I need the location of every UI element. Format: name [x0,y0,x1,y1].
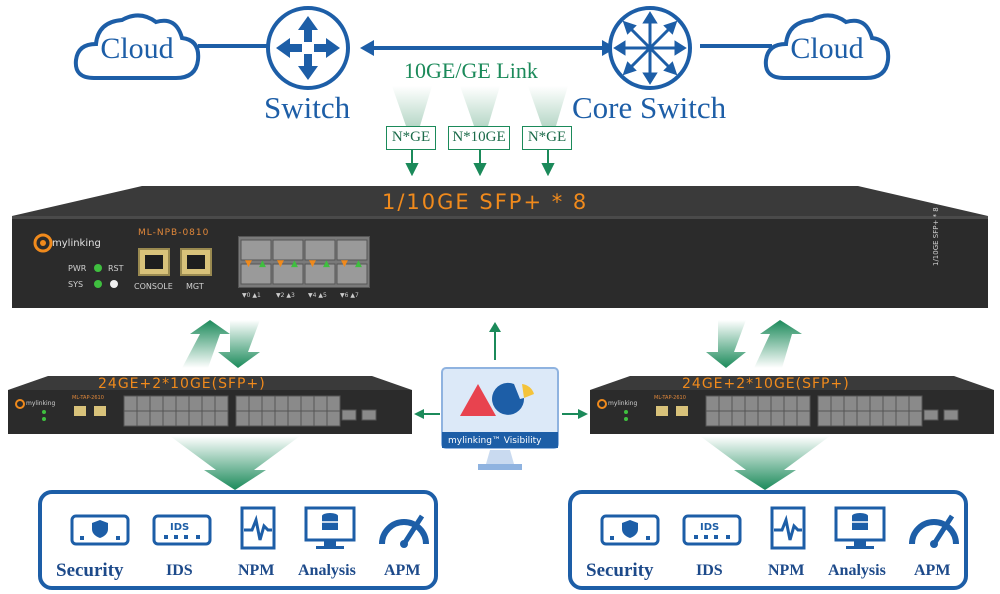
brand-label: mylinking [52,238,101,249]
sub-device-brand: mylinking [26,400,56,407]
sub-device-chassis [590,376,994,434]
link-line-left [198,44,268,48]
security-icon [600,514,660,546]
sub-device-model: ML-TAP-2610 [72,395,104,401]
sfp-cage-block: ▼ ▲ ▼ ▲ ▼ ▲ ▼ ▲ [238,236,370,288]
svg-text:▲: ▲ [259,259,266,269]
sub-device-title: 24GE+2*10GE(SFP+) [682,376,850,392]
visibility-label: mylinking™ Visibility [448,436,542,446]
svg-text:▲: ▲ [355,259,362,269]
svg-text:▲: ▲ [323,259,330,269]
sub-device-right: 24GE+2*10GE(SFP+) mylinking ML-TAP-2610 [590,376,994,434]
cloud-label: Cloud [100,32,174,65]
down-arrow-right [700,436,830,490]
svg-text:▲: ▲ [291,259,298,269]
apm-gauge-icon [379,514,429,548]
green-arrows-right [706,320,802,368]
sub-device-title: 24GE+2*10GE(SFP+) [98,376,266,392]
visibility-monitor: mylinking™ Visibility [440,366,560,476]
side-label: 1/10GE SFP+ * 8 [932,207,940,266]
ge-box-1: N*GE [386,126,436,150]
mgt-port[interactable] [180,248,212,276]
port-number-3: ▼6 ▲7 [340,292,359,299]
rst-label: RST [108,264,124,273]
svg-text:▼: ▼ [341,259,348,269]
tool-label-npm: NPM [238,562,275,579]
console-port[interactable] [138,248,170,276]
sub-device-chassis [8,376,412,434]
tool-label-ids: IDS [166,562,193,579]
port-number-0: ▼0 ▲1 [242,292,261,299]
core-switch-label: Core Switch [572,90,727,125]
mylinking-logo-icon [33,233,53,253]
tool-label-apm: APM [914,562,951,579]
sys-led [94,280,102,288]
switch-node [266,6,350,90]
monitor-icon [441,367,559,470]
cloud-left: Cloud [72,8,202,84]
svg-text:▼: ▼ [245,259,252,269]
model-label: ML-NPB-0810 [138,228,210,238]
sfp-ports: ▼ ▲ ▼ ▲ ▼ ▲ ▼ ▲ [240,239,368,285]
analysis-icon [304,506,356,549]
ids-icon-text: IDS [170,522,189,533]
main-device-chassis [12,186,988,308]
tool-label-apm: APM [384,562,421,579]
green-arrows-left [182,320,260,368]
tap-funnels [392,86,568,176]
tool-label-analysis: Analysis [828,562,886,579]
arrow-to-left-device [414,409,440,419]
green-arrow-center-up [489,322,501,360]
cloud-right: Cloud [762,8,892,84]
cloud-label: Cloud [790,32,864,65]
down-arrow-left [170,436,300,490]
tool-label-npm: NPM [768,562,805,579]
core-switch-icon [613,11,687,85]
tool-label-security: Security [586,560,654,581]
ge-box-2: N*10GE [448,126,510,150]
cloud-icon [73,13,201,80]
sub-device-model: ML-TAP-2610 [654,395,686,401]
tool-label-ids: IDS [696,562,723,579]
console-label: CONSOLE [134,282,173,291]
svg-text:▼: ▼ [309,259,316,269]
main-device-title: 1/10GE SFP+ * 8 [382,190,589,214]
sys-label: SYS [68,280,84,289]
pwr-led [94,264,102,272]
mgt-label: MGT [186,282,204,291]
ids-icon-text: IDS [700,522,719,533]
link-label: 10GE/GE Link [404,58,538,83]
port-number-2: ▼4 ▲5 [308,292,327,299]
core-switch-node [608,6,692,90]
svg-text:▼: ▼ [277,259,284,269]
apm-gauge-icon [909,514,959,548]
sub-device-brand: mylinking [608,400,638,407]
main-device: 1/10GE SFP+ * 8 mylinking ML-NPB-0810 PW… [12,186,988,308]
sub-device-left: 24GE+2*10GE(SFP+) mylinking ML-TAP-2610 [8,376,412,434]
ids-icon: IDS [152,514,212,546]
cloud-icon [763,13,891,80]
link-line-right [700,44,772,48]
tools-panel-right: IDS Security IDS NPM Analysis APM [568,490,968,590]
security-icon [70,514,130,546]
switch-label: Switch [264,90,351,125]
ids-icon: IDS [682,514,742,546]
pwr-label: PWR [68,264,87,273]
npm-icon [770,506,806,550]
ge-box-3: N*GE [522,126,572,150]
npm-icon [240,506,276,550]
switch-arrows-icon [276,16,340,80]
tools-panel-left: IDS Security IDS NPM Analysis APM [38,490,438,590]
tool-label-analysis: Analysis [298,562,356,579]
tool-label-security: Security [56,560,124,581]
analysis-icon [834,506,886,549]
rst-button[interactable] [110,280,118,288]
arrow-to-right-device [562,409,588,419]
double-arrow-link [360,40,616,56]
port-number-1: ▼2 ▲3 [276,292,295,299]
